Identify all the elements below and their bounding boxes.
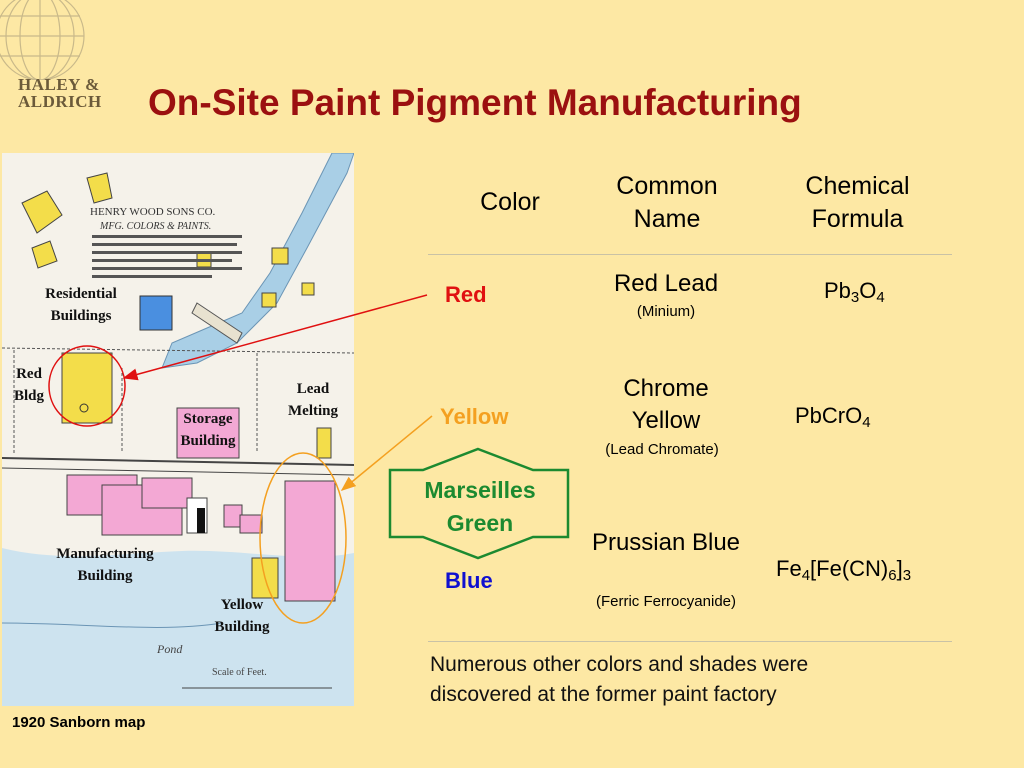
footnote: Numerous other colors and shades were di… xyxy=(430,653,809,706)
label-red-bldg: Red Bldg xyxy=(13,366,44,404)
color-yellow: Yellow xyxy=(440,404,509,429)
table-divider-bottom xyxy=(428,641,952,642)
map-header-line1: HENRY WOOD SONS CO. xyxy=(90,206,216,218)
label-yellow-building: Yellow Building xyxy=(214,597,270,635)
label-lead-melting: Lead Melting xyxy=(288,381,338,419)
company-logo: HALEY & ALDRICH xyxy=(18,76,118,110)
formula-blue: Fe4[Fe(CN)6]3 xyxy=(776,556,912,584)
globe-logo-icon xyxy=(0,0,85,80)
mixture-marseilles-green: Marseilles Green xyxy=(424,477,536,536)
color-red: Red xyxy=(445,282,487,307)
name-prussian-blue: Prussian Blue xyxy=(591,529,741,556)
yellow-arrow xyxy=(340,415,433,491)
name-prussian-blue-sub: (Ferric Ferrocyanide) xyxy=(595,593,737,610)
formula-yellow: PbCrO4 xyxy=(795,403,871,431)
header-color: Color xyxy=(480,188,540,216)
name-chrome-yellow-sub: (Lead Chromate) xyxy=(605,441,719,458)
name-red-lead: Red Lead xyxy=(613,270,719,297)
formula-red: Pb3O4 xyxy=(824,278,885,306)
map-pond-text: Pond xyxy=(156,642,183,656)
map-scale-text: Scale of Feet. xyxy=(212,667,267,678)
slide-title: On-Site Paint Pigment Manufacturing xyxy=(148,82,802,123)
label-storage-building: Storage Building xyxy=(180,411,236,449)
green-double-arrow-icon xyxy=(388,447,570,560)
name-chrome-yellow: Chrome Yellow xyxy=(623,375,709,434)
label-manufacturing-building: Manufacturing Building xyxy=(56,546,154,584)
map-drawing: HENRY WOOD SONS CO. MFG. COLORS & PAINTS… xyxy=(2,153,354,706)
sanborn-map: HENRY WOOD SONS CO. MFG. COLORS & PAINTS… xyxy=(2,153,354,706)
label-residential-buildings: Residential Buildings xyxy=(45,286,117,324)
header-common-name: Common Name xyxy=(616,172,718,233)
logo-line1: HALEY & xyxy=(18,75,100,94)
name-red-lead-sub: (Minium) xyxy=(636,303,696,320)
red-arrow xyxy=(122,294,428,381)
header-chemical-formula: Chemical Formula xyxy=(805,172,910,233)
yellow-bldg-highlight xyxy=(259,452,347,624)
table-divider-top xyxy=(428,254,952,255)
map-caption: 1920 Sanborn map xyxy=(12,714,146,731)
red-bldg-highlight xyxy=(48,345,126,427)
logo-line2: ALDRICH xyxy=(18,92,102,111)
color-blue: Blue xyxy=(445,568,493,593)
map-header-line2: MFG. COLORS & PAINTS. xyxy=(99,221,211,232)
